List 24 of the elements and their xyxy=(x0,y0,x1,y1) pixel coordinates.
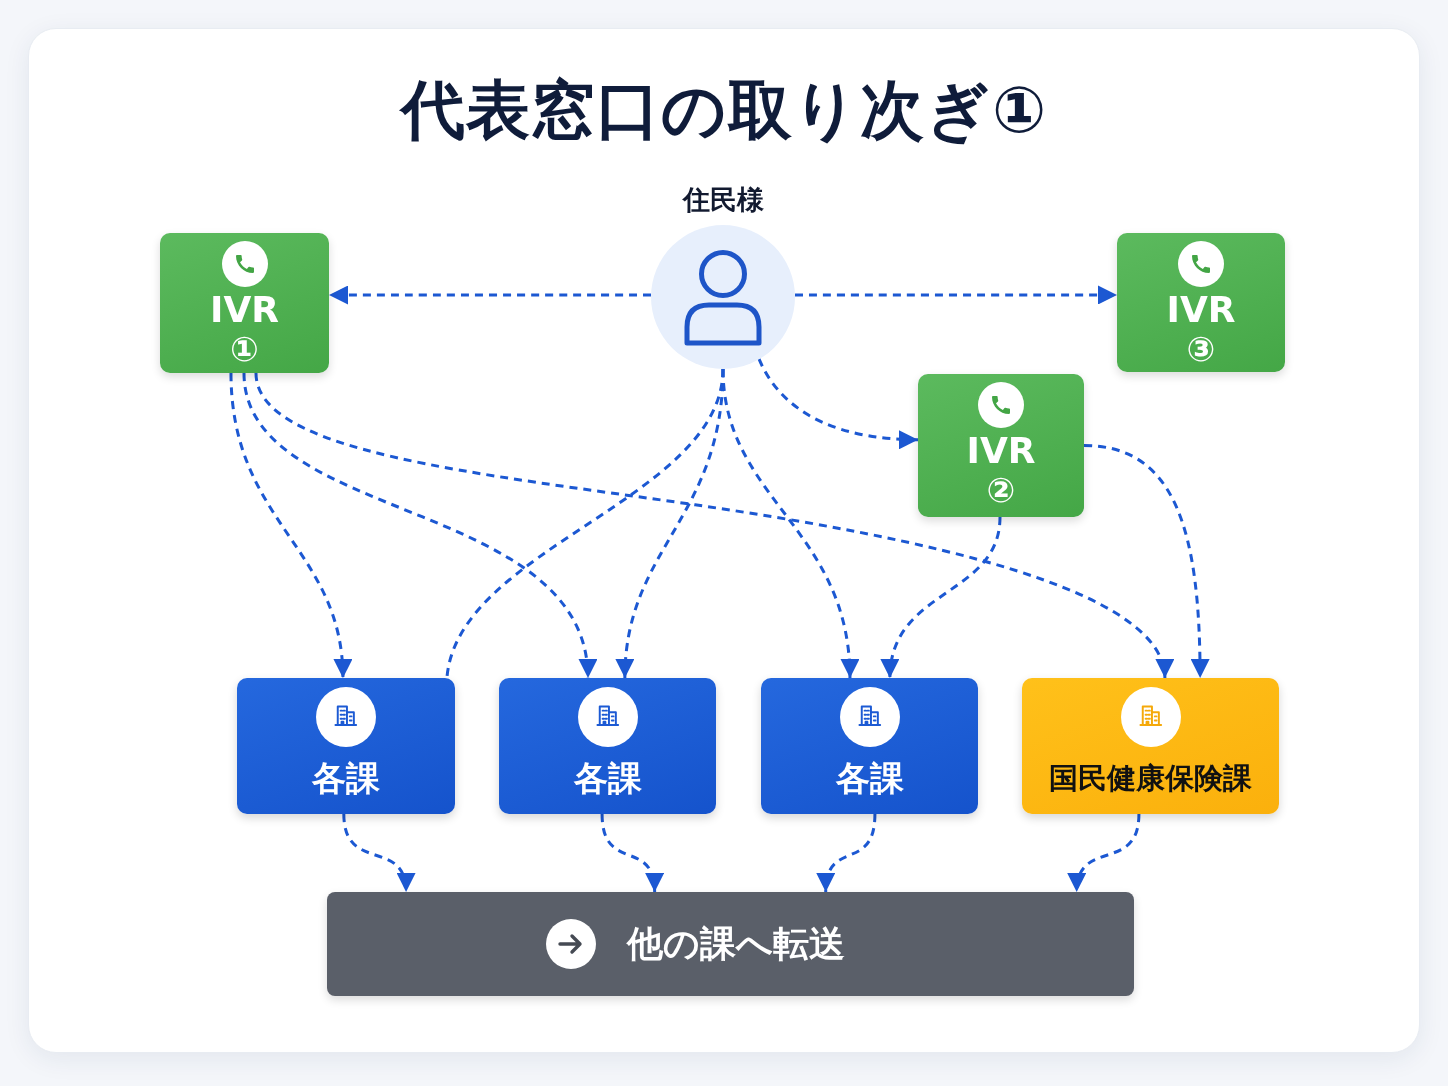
ivr-box xyxy=(160,233,329,373)
ivr-box xyxy=(1117,233,1285,372)
department-label: 各課 xyxy=(573,757,642,800)
dashed-arrow xyxy=(600,813,663,893)
department-box xyxy=(237,678,455,814)
transfer-bar xyxy=(327,892,1134,996)
dashed-arrow xyxy=(817,813,877,893)
ivr-label: IVR xyxy=(1166,290,1236,330)
department-label: 各課 xyxy=(835,757,904,800)
circled-number: ① xyxy=(230,330,259,368)
department-box xyxy=(761,678,978,814)
dashed-arrow xyxy=(329,285,651,305)
circled-number: ③ xyxy=(1186,330,1216,368)
department-label: 国民健康保険課 xyxy=(1049,760,1252,797)
transfer-label: 他の課へ転送 xyxy=(627,922,845,966)
department-box xyxy=(499,678,716,814)
diagram-title: 代表窓口の取り次ぎ① xyxy=(398,72,1049,149)
ivr-label: IVR xyxy=(210,290,279,330)
person-label: 住民様 xyxy=(682,183,764,217)
dashed-arrow xyxy=(342,813,414,893)
dashed-arrow xyxy=(795,285,1117,305)
department-label: 各課 xyxy=(312,757,380,800)
dashed-arrow xyxy=(1069,813,1141,893)
department-box xyxy=(1022,678,1279,814)
